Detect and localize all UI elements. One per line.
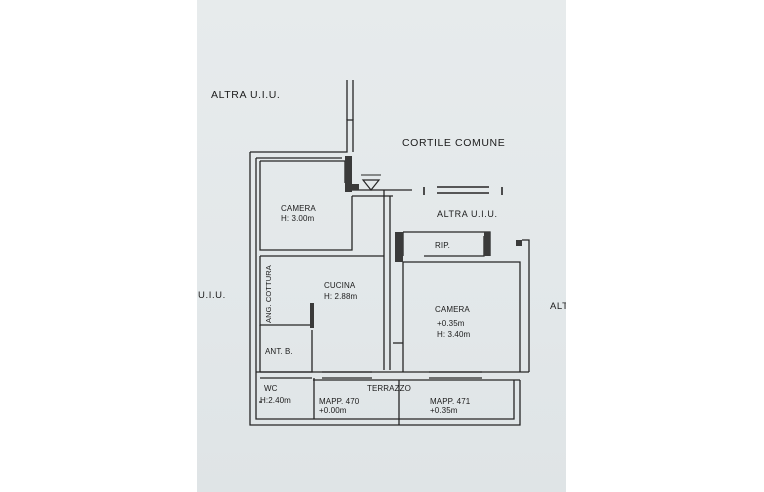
label-altra-uiu-top-left: ALTRA U.I.U.	[211, 89, 281, 101]
wall-fills	[310, 156, 522, 328]
entrance-triangle-icon	[361, 179, 381, 191]
label-altra-right: ALT	[550, 301, 566, 312]
room-rip-name: RIP.	[435, 241, 450, 250]
room-terrazzo-name: TERRAZZO	[367, 384, 411, 393]
terrazzo-windows	[259, 371, 482, 403]
room-wc-name: WC	[264, 384, 278, 393]
room-mapp-471-level: +0.35m	[430, 406, 458, 415]
room-ant-b-name: ANT. B.	[265, 347, 293, 356]
floor-plan-drawing	[249, 80, 530, 426]
wall-camera1-box	[259, 161, 353, 251]
room-camera-2-level: +0.35m	[437, 319, 465, 328]
wall-outer-inner-line	[255, 158, 515, 420]
room-camera-1-name: CAMERA	[281, 204, 316, 213]
room-angolo-cottura-name: ANG. COTTURA	[264, 265, 273, 323]
room-camera-2-name: CAMERA	[435, 305, 470, 314]
room-camera-2-height: H: 3.40m	[437, 330, 471, 339]
room-mapp-470-level: +0.00m	[319, 406, 347, 415]
room-mapp-470-name: MAPP. 470	[319, 397, 360, 406]
label-uiu-left: U.I.U.	[198, 290, 226, 301]
room-mapp-471-name: MAPP. 471	[430, 397, 471, 406]
wall-outer-top	[250, 119, 354, 153]
floor-plan-photo: ALTRA U.I.U. CORTILE COMUNE ALTRA U.I.U.…	[197, 0, 566, 492]
room-camera-1-height: H: 3.00m	[281, 214, 315, 223]
room-cucina-name: CUCINA	[324, 281, 356, 290]
room-cucina-height: H: 2.88m	[324, 292, 358, 301]
wall-rip-bottom	[424, 236, 485, 257]
wall-outer-left-bottom	[249, 152, 521, 426]
wall-camera2	[403, 261, 521, 372]
wall-camera1-top	[260, 160, 346, 183]
label-cortile-comune: CORTILE COMUNE	[402, 137, 506, 149]
courtyard-marks	[423, 186, 503, 195]
wall-right-exterior	[522, 239, 530, 372]
label-altra-uiu-middle: ALTRA U.I.U.	[437, 209, 498, 219]
room-wc-height: H:2.40m	[260, 396, 291, 405]
